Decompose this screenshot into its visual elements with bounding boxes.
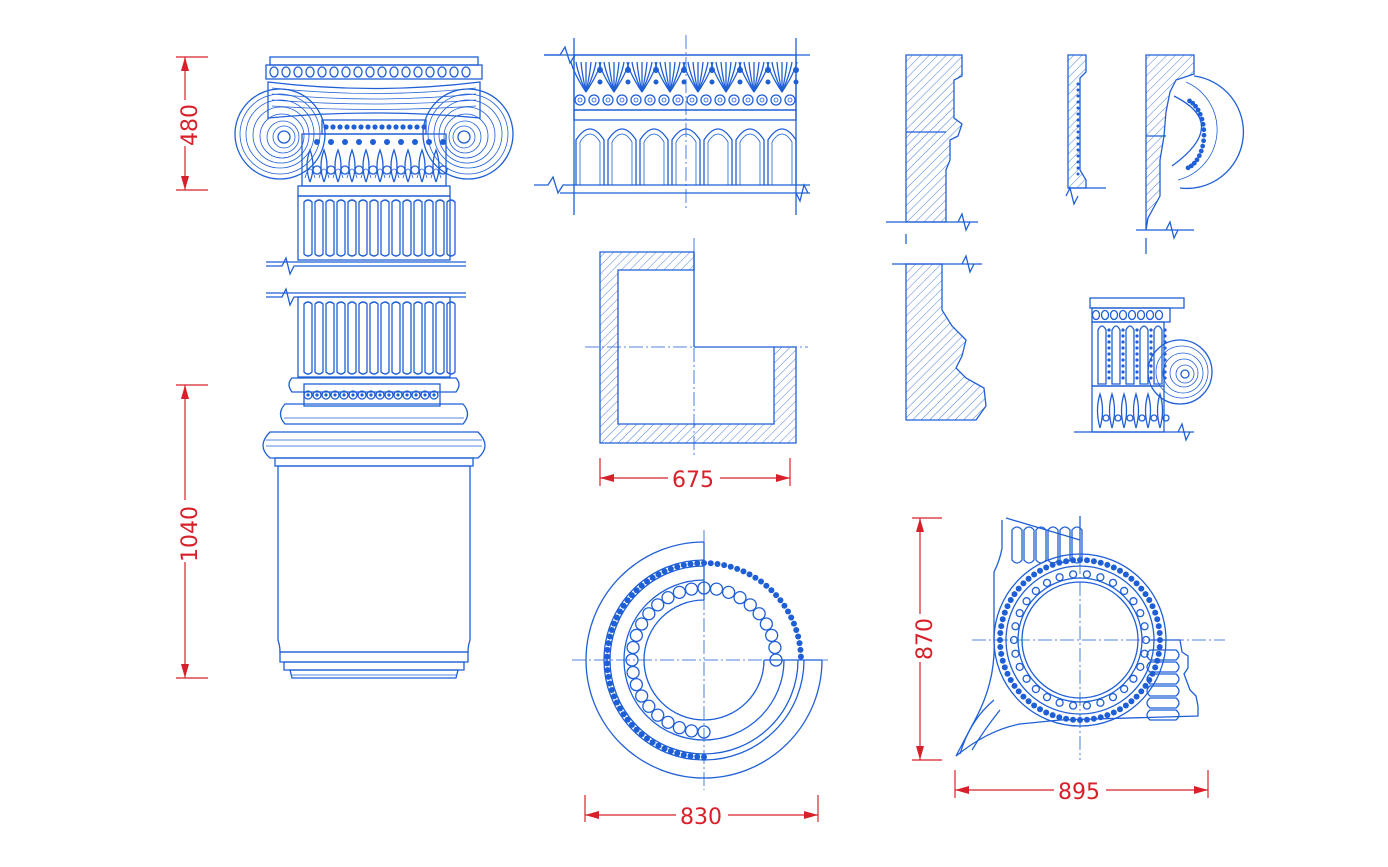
frieze-elevation — [534, 35, 810, 215]
column-elevation — [234, 56, 514, 679]
round-plan-beads — [604, 560, 804, 760]
egg-and-dart-row — [269, 66, 471, 78]
side-anthemion — [1096, 391, 1170, 429]
side-capital — [1074, 297, 1213, 442]
dim-label-1040: 1040 — [178, 506, 203, 562]
arcade-row — [575, 128, 797, 185]
shaft-flutes — [303, 301, 456, 375]
corner-flutes-right — [1146, 649, 1180, 721]
dim-corner-895: 895 — [954, 770, 1209, 805]
profile-section-volute — [1136, 54, 1245, 254]
corner-flutes-top — [1011, 526, 1083, 564]
dim-label-895: 895 — [1058, 780, 1100, 805]
square-plan — [585, 238, 808, 455]
palmette-frieze — [570, 61, 799, 106]
dim-plan-675: 675 — [599, 458, 791, 493]
shaft-flutes — [303, 199, 456, 257]
profile-section-thin — [1065, 54, 1106, 206]
corner-plan — [955, 516, 1225, 760]
base-bead-row — [303, 390, 439, 400]
dim-plan-830: 830 — [584, 795, 819, 830]
dim-label-830: 830 — [680, 805, 722, 830]
anthemion-band — [304, 139, 448, 183]
profile-section-left — [886, 54, 987, 421]
profile-beads — [1076, 82, 1080, 176]
volute-beads — [1185, 98, 1207, 171]
dim-base: 1040 — [172, 384, 208, 679]
dim-label-870: 870 — [913, 618, 938, 660]
dim-capital: 480 — [172, 56, 208, 191]
dim-label-480: 480 — [178, 104, 203, 146]
dim-corner-870: 870 — [907, 517, 942, 761]
side-egg-row — [1091, 309, 1164, 321]
round-plan — [572, 530, 830, 790]
echinus-beads — [323, 124, 427, 130]
dim-label-675: 675 — [672, 468, 714, 493]
corner-plan-beads — [997, 557, 1163, 723]
